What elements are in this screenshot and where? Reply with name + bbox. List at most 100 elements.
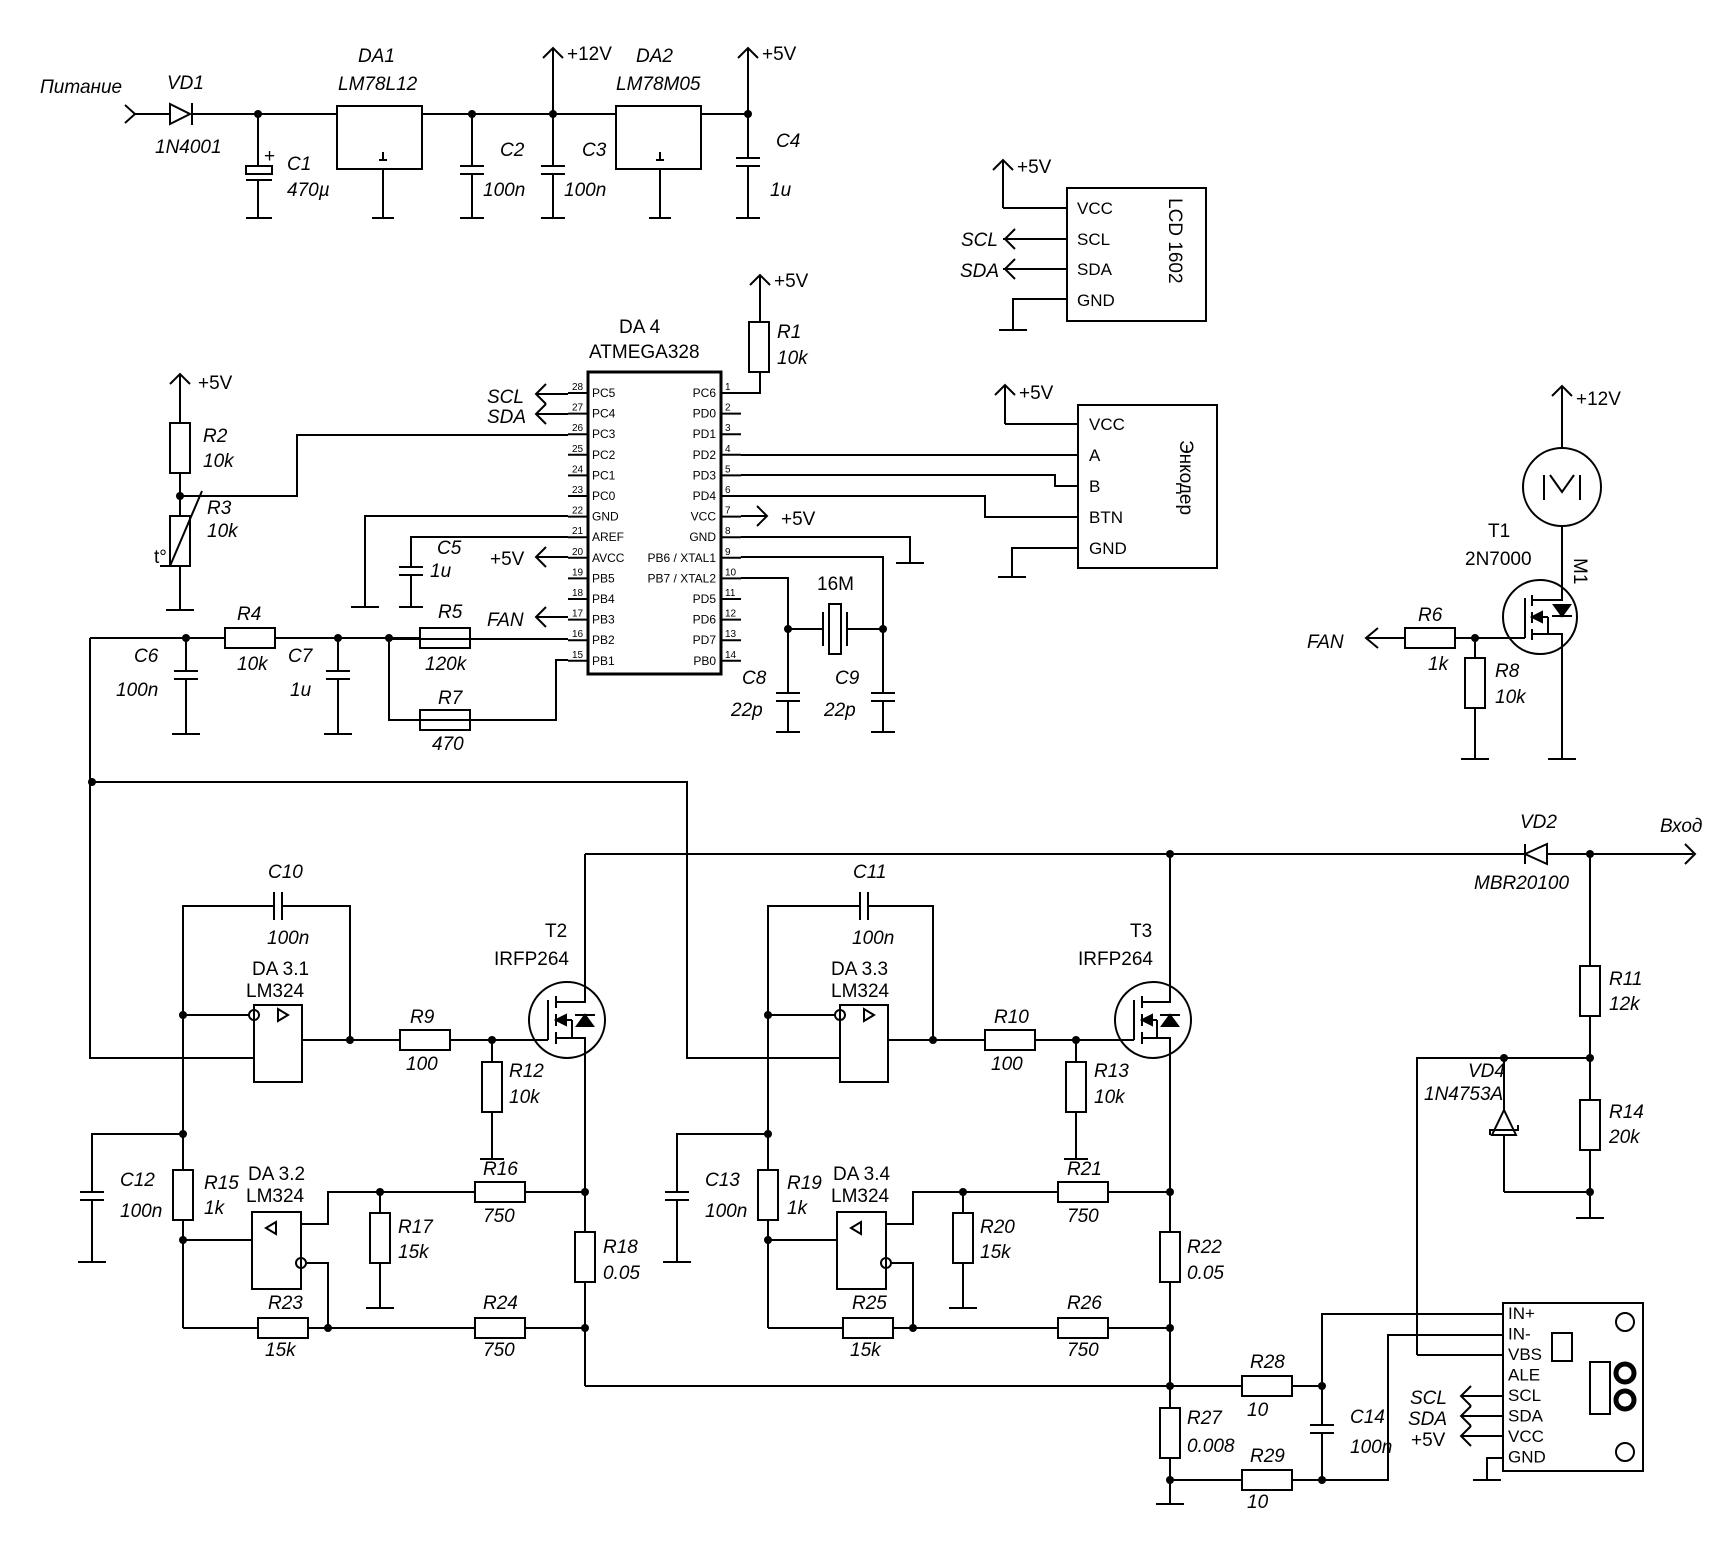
r21-value: 750 xyxy=(1067,1206,1099,1227)
r15-name: R15 xyxy=(204,1173,239,1194)
r29-name: R29 xyxy=(1250,1446,1285,1467)
module-pin-label: ALE xyxy=(1508,1366,1540,1385)
r24-name: R24 xyxy=(483,1293,518,1314)
fan-driver-section: +12V M1 T1 2N7000 FAN R6 1k R8 10k xyxy=(1307,384,1621,760)
mcu-part: ATMEGA328 xyxy=(589,342,700,363)
lcd-pin-sda: SDA xyxy=(1077,260,1113,279)
r10-name: R10 xyxy=(994,1007,1029,1028)
vd1-part: 1N4001 xyxy=(155,137,222,158)
mcu-pin-number: 11 xyxy=(725,588,736,599)
oa4-part: LM324 xyxy=(831,1186,890,1207)
oa2-name: DA 3.2 xyxy=(248,1164,305,1185)
c4-value: 1u xyxy=(770,180,792,201)
encoder-pin-gnd: GND xyxy=(1089,539,1127,558)
vd2-name: VD2 xyxy=(1520,812,1557,833)
c3-value: 100n xyxy=(564,180,606,201)
mcu-pin-label: PB0 xyxy=(693,654,716,668)
c1-plus: + xyxy=(264,146,275,167)
mcu-pin-number: 9 xyxy=(725,547,731,558)
mcu-pin-number: 27 xyxy=(572,403,584,414)
c11-value: 100n xyxy=(852,928,894,949)
mcu-pin-number: 14 xyxy=(725,650,737,661)
mcu-pin-number: 1 xyxy=(725,382,731,393)
r10-value: 100 xyxy=(991,1054,1023,1075)
c4-name: C4 xyxy=(776,131,800,152)
c1-name: C1 xyxy=(287,154,311,175)
mcu-pin-label: PB7 / XTAL2 xyxy=(648,571,717,585)
mcu-pin-number: 24 xyxy=(572,464,584,475)
c8-name: C8 xyxy=(742,668,767,689)
lcd-module: +5V SCL SDA VCC SCL SDA GND LCD 1602 xyxy=(960,157,1207,331)
current-sense-section: R28 10 R27 0.008 R29 10 C14 100n IN+IN-V… xyxy=(1156,1302,1644,1513)
oa3-part: LM324 xyxy=(831,981,890,1002)
mcu-pin-label: PB2 xyxy=(592,633,615,647)
mcu-pin-label: PC4 xyxy=(592,407,616,421)
r7-value: 470 xyxy=(432,734,464,755)
mcu-pin-number: 22 xyxy=(572,506,584,517)
module-pin-label: SDA xyxy=(1508,1407,1544,1426)
encoder-pin-vcc: VCC xyxy=(1089,415,1125,434)
mcu-pin-label: PD4 xyxy=(693,489,717,503)
mcu-pin-label: PB1 xyxy=(592,654,615,668)
c6-name: C6 xyxy=(134,646,159,667)
r5-value: 120k xyxy=(425,654,468,675)
input-section: Вход VD2 MBR20100 R11 12k R14 20k VD4 1N… xyxy=(585,812,1702,1355)
r17-name: R17 xyxy=(398,1217,434,1238)
c14-value: 100n xyxy=(1350,1437,1392,1458)
r6-value: 1k xyxy=(1428,654,1450,675)
r3-value: 10k xyxy=(207,521,239,542)
c2-value: 100n xyxy=(483,180,525,201)
mcu-pin-number: 16 xyxy=(572,629,584,640)
r24-value: 750 xyxy=(483,1340,515,1361)
r9-value: 100 xyxy=(406,1054,438,1075)
mcu-scl-net: SCL xyxy=(487,387,524,408)
mcu-pin-number: 8 xyxy=(725,526,731,537)
r8-value: 10k xyxy=(1495,687,1527,708)
mcu-pin-number: 18 xyxy=(572,588,584,599)
lcd-pin-vcc: VCC xyxy=(1077,199,1113,218)
mcu-pin-label: PD6 xyxy=(693,613,717,627)
c14-name: C14 xyxy=(1350,1407,1385,1428)
r28-name: R28 xyxy=(1250,1352,1285,1373)
c11-name: C11 xyxy=(853,862,886,883)
encoder-pin-a: A xyxy=(1089,446,1101,465)
r16-name: R16 xyxy=(483,1159,518,1180)
oa3-name: DA 3.3 xyxy=(831,959,888,980)
m1-label: M1 xyxy=(1569,558,1590,584)
c9-value: 22p xyxy=(823,700,856,721)
mcu-pin-number: 28 xyxy=(572,382,584,393)
power-input-label: Питание xyxy=(40,77,122,98)
r7-name: R7 xyxy=(438,688,464,709)
mcu-pin-number: 4 xyxy=(725,444,731,455)
mcu-pin-number: 3 xyxy=(725,423,731,434)
mcu-pin-label: PB5 xyxy=(592,571,615,585)
encoder-title: Энкодер xyxy=(1175,440,1196,515)
r11-name: R11 xyxy=(1609,969,1642,990)
c5-value: 1u xyxy=(430,561,452,582)
r22-name: R22 xyxy=(1187,1237,1222,1258)
encoder-pin-b: B xyxy=(1089,477,1100,496)
mcu-pin-label: VCC xyxy=(691,510,717,524)
da2-name: DA2 xyxy=(636,46,673,67)
r27-name: R27 xyxy=(1187,1408,1223,1429)
mcu-pin-label: PC3 xyxy=(592,427,616,441)
load-channel-1: C10 100n DA 3.1 LM324 R9 100 R12 10k T2 … xyxy=(78,854,1170,1387)
fan-rail-label: +12V xyxy=(1576,389,1621,410)
r8-name: R8 xyxy=(1495,661,1520,682)
xtal-name: 16M xyxy=(817,574,854,595)
c5-name: C5 xyxy=(437,538,462,559)
lcd-scl-net: SCL xyxy=(961,230,998,251)
r2-value: 10k xyxy=(203,451,235,472)
r20-value: 15k xyxy=(980,1242,1012,1263)
encoder-rail-label: +5V xyxy=(1019,383,1054,404)
power-section: Питание VD1 1N4001 + C1 470µ DA1 LM78L12… xyxy=(40,44,800,219)
vd4-name: VD4 xyxy=(1468,1061,1505,1082)
r14-value: 20k xyxy=(1608,1127,1641,1148)
r19-name: R19 xyxy=(787,1173,822,1194)
c10-value: 100n xyxy=(267,928,309,949)
mcu-sda-net: SDA xyxy=(487,407,526,428)
c1-value: 470µ xyxy=(287,180,330,201)
mcu-pin-number: 17 xyxy=(572,609,584,620)
encoder-pin-btn: BTN xyxy=(1089,508,1123,527)
r25-name: R25 xyxy=(852,1293,887,1314)
